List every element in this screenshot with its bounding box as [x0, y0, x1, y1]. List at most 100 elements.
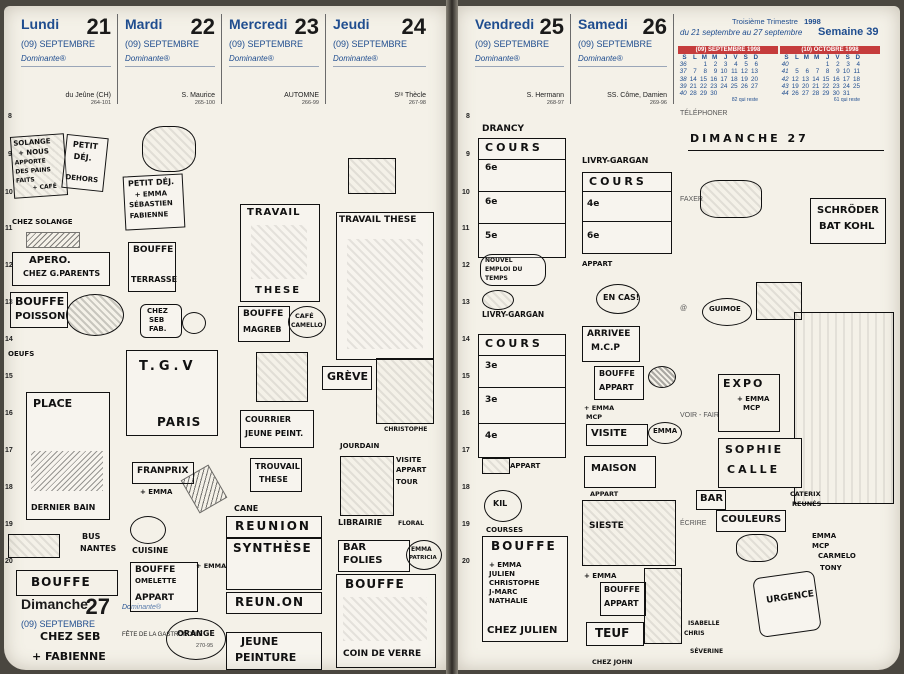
sunday-saint: FÊTE DE LA GASTRONOMIE	[122, 632, 203, 638]
note-text: FABIENNE	[129, 210, 169, 221]
weekday-label: D	[855, 54, 861, 61]
day-number: 25	[539, 14, 564, 39]
hour-label: 16	[462, 410, 470, 417]
note-text: + EMMA	[196, 562, 227, 570]
note-text: JULIEN	[489, 570, 515, 578]
calendar-cell: 20	[802, 82, 810, 90]
day-name: Dimanche	[21, 596, 88, 612]
note-text: 5e	[485, 231, 498, 241]
weekday-label: V	[835, 54, 840, 61]
note-text: CAMELLO	[291, 322, 323, 329]
note-text: TRAVAIL THESE	[339, 215, 417, 225]
note-urgence-tv: URGENCE	[752, 569, 822, 639]
note-text: + EMMA	[737, 395, 770, 403]
note-text: BOUFFE	[133, 245, 174, 255]
note-teuf: TEUF	[586, 622, 644, 646]
calendar-cell: 40	[781, 61, 789, 69]
note-text: SOLANGE	[13, 137, 51, 148]
calendar-cell: 22	[700, 82, 708, 90]
calendar-cell: 5	[795, 68, 799, 76]
calendar-cell: 38	[679, 75, 687, 83]
note-text: TEMPS	[485, 275, 508, 282]
note-text: J-MARC	[489, 588, 518, 596]
note-bouffe-fri: BOUFFE + EMMA JULIEN CHRISTOPHE J-MARC N…	[482, 536, 568, 642]
note-text: POISSON	[15, 311, 66, 322]
note-sophie-calle: SOPHIE CALLE	[718, 438, 802, 488]
day-header-saturday: Samedi 26 (09) SEPTEMBRE Dominante® SS. …	[573, 14, 674, 106]
note-apero: APERO. CHEZ G.PARENTS	[12, 252, 110, 286]
day-header-friday: Vendredi 25 (09) SEPTEMBRE Dominante® S.…	[470, 14, 571, 106]
note-text: BOUFFE	[599, 369, 635, 378]
note-franprix: FRANPRIX	[132, 462, 194, 484]
hour-label: 14	[5, 336, 13, 343]
note-text: DEHORS	[65, 173, 99, 185]
cup-sketch	[182, 312, 206, 334]
computer-sketch	[256, 352, 308, 402]
note-trouvail-these: TROUVAIL THESE	[250, 458, 302, 492]
calendar-cell: 1	[703, 61, 708, 69]
croissant-sketch	[142, 126, 196, 172]
calendar-cell: 24	[720, 82, 728, 90]
day-number: 22	[190, 14, 215, 39]
note-text: CHRIS	[684, 630, 705, 637]
note-text: TROUVAIL	[255, 462, 300, 471]
day-name: Samedi	[578, 16, 628, 32]
day-header-thursday: Jeudi 24 (09) SEPTEMBRE Dominante® Sᵗᵉ T…	[328, 14, 432, 106]
note-text: FOLIES	[343, 555, 383, 566]
calendar-cell: 41	[781, 68, 789, 76]
sidebar-telephoner: TÉLÉPHONER	[680, 110, 728, 117]
day-saint: Sᵗᵉ Thècle	[394, 92, 426, 99]
day-month: (09) SEPTEMBRE	[125, 39, 200, 49]
day-code: 269-96	[649, 100, 667, 106]
weekday-label: S	[682, 54, 687, 61]
hour-label: 9	[466, 151, 470, 158]
note-text: MCP	[743, 404, 761, 412]
calendar-cell: 3	[846, 61, 850, 69]
pot-sketch	[130, 516, 166, 544]
note-bouffe-thu: BOUFFE COIN DE VERRE	[336, 574, 436, 668]
note-text: THESE	[255, 285, 302, 296]
calendar-cell: 7	[815, 68, 820, 76]
note-text: 4e	[485, 431, 498, 441]
note-text: COURS	[589, 175, 647, 188]
calendar-cell: 8	[703, 68, 708, 76]
calendar-cell: 12	[740, 68, 748, 76]
note-sieste-bed: SIESTE	[582, 500, 676, 566]
note-text: DES PAINS	[15, 166, 52, 176]
weekday-label: J	[723, 54, 728, 61]
note-text: APPART	[135, 593, 174, 603]
week-range: du 21 septembre au 27 septembre	[680, 28, 803, 37]
calendar-cell: 11	[853, 68, 861, 76]
note-text: TONY	[820, 564, 842, 572]
bicycle-sketch	[26, 232, 80, 248]
note-text: PLACE	[33, 397, 73, 410]
note-text: COURS	[485, 337, 543, 350]
people-sketch	[348, 158, 396, 194]
calendar-cell: 3	[723, 61, 728, 69]
note-text: BOUFFE	[15, 295, 65, 308]
day-header-tuesday: Mardi 22 (09) SEPTEMBRE Dominante® S. Ma…	[120, 14, 222, 106]
hour-label: 18	[5, 484, 13, 491]
note-text: SÉBASTIEN	[128, 199, 173, 210]
hour-label: 14	[462, 336, 470, 343]
note-text: + CAFÉ	[32, 182, 58, 192]
hour-label: 11	[5, 225, 13, 232]
day-header-monday: Lundi 21 (09) SEPTEMBRE Dominante® du Je…	[16, 14, 118, 106]
note-text: SIESTE	[589, 521, 624, 531]
note-text: CHRISTOPHE	[384, 426, 428, 433]
calendar-cell: 36	[679, 61, 687, 69]
calendar-cell: 6	[805, 68, 810, 76]
day-code: 268-97	[546, 100, 564, 106]
note-text: PATRICIA	[409, 555, 437, 561]
note-text: BOUFFE	[135, 565, 176, 575]
note-kil: KIL	[484, 490, 522, 522]
note-text: COURSES	[486, 526, 524, 534]
note-text: MAGREB	[243, 325, 282, 334]
hour-label: 20	[462, 558, 470, 565]
note-maison: MAISON	[584, 456, 656, 488]
day-month: (09) SEPTEMBRE	[578, 39, 653, 49]
note-text: EN CAS!	[603, 293, 640, 302]
note-text: APPART	[604, 599, 639, 608]
hour-label: 13	[462, 299, 470, 306]
